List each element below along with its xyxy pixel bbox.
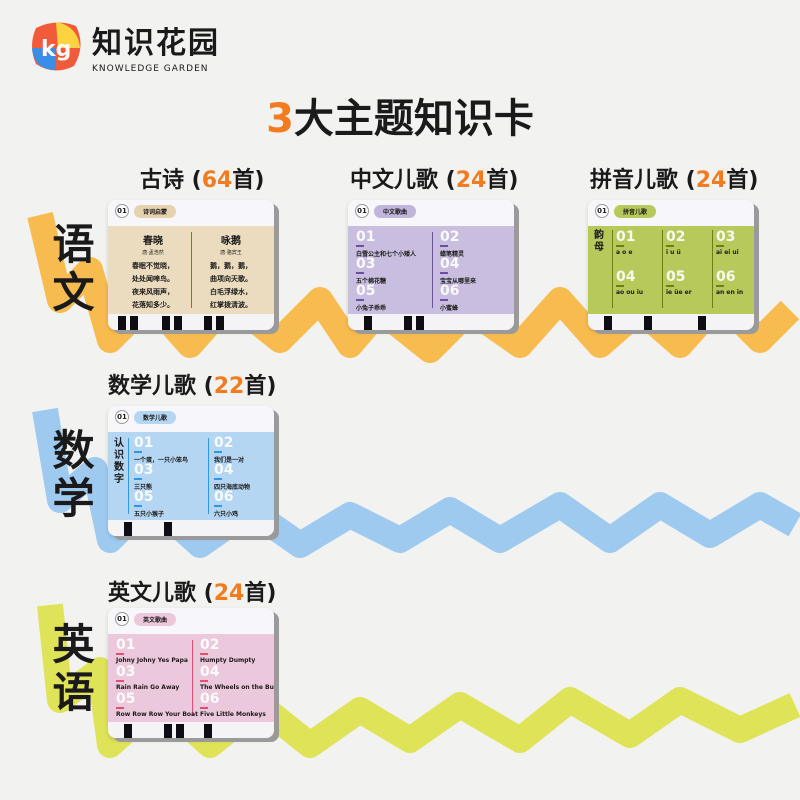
card-body: 春晓唐·孟浩然春眠不觉晓，处处闻啼鸟。夜来风雨声，花落知多少。咏鹅唐·骆宾王鹅，… xyxy=(108,226,274,314)
page-title: 3大主题知识卡 xyxy=(266,96,534,142)
set-caption: 古诗 (64首) xyxy=(140,168,265,193)
divider xyxy=(662,230,663,308)
index-tab xyxy=(164,724,172,738)
card-tag: 诗词启蒙 xyxy=(134,204,177,218)
subject-math: 数学 xyxy=(46,428,95,524)
divider xyxy=(192,640,193,716)
brand-logo: kg 知识花园 KNOWLEDGE GARDEN xyxy=(28,18,220,74)
card-number: 01 xyxy=(115,204,129,218)
knowledge-card[interactable]: 01 诗词启蒙 春晓唐·孟浩然春眠不觉晓，处处闻啼鸟。夜来风雨声，花落知多少。咏鹅… xyxy=(108,200,274,330)
index-tab xyxy=(124,522,132,536)
index-tab xyxy=(164,522,172,536)
index-tab xyxy=(162,316,170,330)
index-tab xyxy=(204,316,212,330)
set-caption: 中文儿歌 (24首) xyxy=(350,168,519,193)
index-tab xyxy=(204,724,212,738)
index-tab xyxy=(644,316,652,330)
card-index-tabs xyxy=(108,722,274,738)
index-tab xyxy=(364,316,372,330)
divider xyxy=(128,438,129,514)
divider xyxy=(191,232,192,308)
index-tab xyxy=(124,724,132,738)
yellow-brush-stroke xyxy=(37,603,800,758)
side-label: 认识数字 xyxy=(114,438,124,485)
divider xyxy=(208,438,209,514)
index-tab xyxy=(698,316,706,330)
side-label: 韵母 xyxy=(594,230,604,253)
card-number: 01 xyxy=(355,204,369,218)
brand-name: 知识花园 xyxy=(92,26,220,61)
set-caption: 英文儿歌 (24首) xyxy=(108,581,277,606)
card-number: 01 xyxy=(115,612,129,626)
blue-brush-stroke xyxy=(32,407,800,558)
card-tag: 中文歌曲 xyxy=(374,204,417,218)
subject-chinese: 语文 xyxy=(46,222,95,318)
set-caption: 拼音儿歌 (24首) xyxy=(590,168,759,193)
index-tab xyxy=(118,316,126,330)
card-index-tabs xyxy=(588,314,754,330)
set-caption: 数学儿歌 (22首) xyxy=(108,374,277,399)
divider xyxy=(612,230,613,308)
kg-logo-icon: kg xyxy=(28,18,84,74)
card-index-tabs xyxy=(108,314,274,330)
index-tab xyxy=(216,316,224,330)
subject-english: 英语 xyxy=(46,622,95,718)
card-number: 01 xyxy=(115,410,129,424)
divider xyxy=(432,232,433,308)
index-tab xyxy=(416,316,424,330)
card-index-tabs xyxy=(108,520,274,536)
index-tab xyxy=(604,316,612,330)
card-tag: 数学儿歌 xyxy=(134,410,177,424)
index-tab xyxy=(174,316,182,330)
poem: 春晓唐·孟浩然春眠不觉晓，处处闻啼鸟。夜来风雨声，花落知多少。 xyxy=(132,236,174,309)
svg-text:kg: kg xyxy=(41,37,71,62)
brand-name-en: KNOWLEDGE GARDEN xyxy=(92,64,209,74)
card-tag: 拼音儿歌 xyxy=(614,204,657,218)
card-tag: 英文歌曲 xyxy=(134,612,177,626)
poem: 咏鹅唐·骆宾王鹅，鹅，鹅，曲项向天歌。白毛浮绿水，红掌拨清波。 xyxy=(210,236,252,309)
index-tab xyxy=(130,316,138,330)
card-number: 01 xyxy=(595,204,609,218)
divider xyxy=(712,230,713,308)
card-index-tabs xyxy=(348,314,514,330)
index-tab xyxy=(176,724,184,738)
index-tab xyxy=(404,316,412,330)
